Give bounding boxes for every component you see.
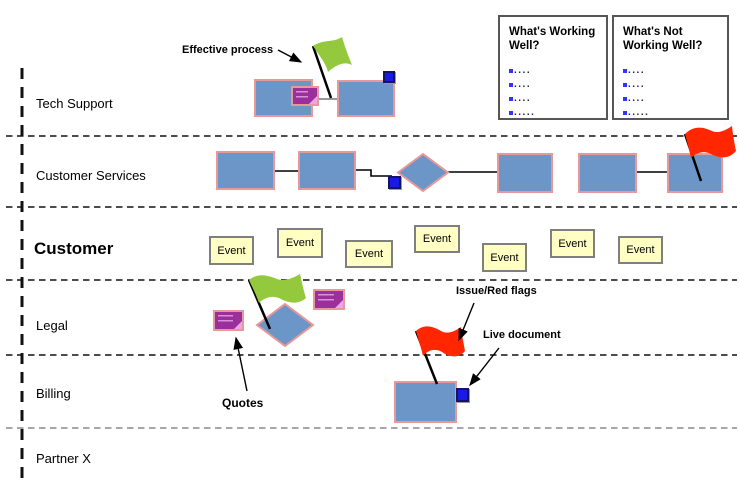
annotation-arrow [469,347,500,387]
bullet-item: .... [509,80,600,90]
annotation-arrow [277,49,303,63]
lane-label-customer-services: Customer Services [36,168,146,183]
event-label: Event [626,244,655,256]
panel-title: What's Not Working Well? [623,26,703,52]
lane-label-legal: Legal [36,318,68,333]
bullet-text: ..... [514,107,536,118]
event-sticky: Event [550,229,595,258]
event-sticky: Event [414,225,460,253]
process-box [667,153,723,193]
event-sticky: Event [277,228,323,258]
decision-diamond [396,152,450,193]
bullet-icon [623,83,627,87]
event-label: Event [354,248,384,260]
bullet-item: .... [623,94,721,104]
event-label: Event [217,244,246,257]
event-label: Event [422,233,452,245]
process-box [394,381,457,423]
bullet-item: .... [509,66,600,76]
bullet-text: .... [514,79,532,90]
bullet-text: .... [628,79,646,90]
process-box [578,153,637,193]
event-sticky: Event [345,240,393,268]
process-box [497,153,553,193]
quote-note-icon [213,310,244,331]
annotation-effective-process: Effective process [182,44,274,56]
bullet-item: .... [623,66,721,76]
quote-note-icon [313,289,345,310]
bullet-text: .... [628,65,646,76]
connector-elbow [355,169,392,177]
bullet-text: .... [514,65,532,76]
process-box [216,151,275,190]
red-flag-icon [414,326,465,385]
lane-label-partner-x: Partner X [36,451,91,466]
bullet-icon [509,69,513,73]
live-document-icon [383,71,395,83]
decision-diamond [255,302,315,348]
panel-whats-not-working-well: What's Not Working Well? .... .... .... … [612,15,729,120]
bullet-icon [623,111,627,115]
annotation-arrow [458,302,475,342]
bullet-icon [509,111,513,115]
quote-note-icon [291,86,319,106]
annotation-quotes: Quotes [222,396,264,410]
event-sticky: Event [482,243,527,272]
annotation-issue-red-flags: Issue/Red flags [456,285,537,297]
lane-label-tech-support: Tech Support [36,96,113,111]
bullet-item: .... [509,94,600,104]
process-box [298,151,356,190]
live-document-icon [388,176,401,189]
bullet-item: ..... [509,108,600,118]
bullet-icon [623,69,627,73]
event-sticky: Event [618,236,663,264]
bullet-icon [509,97,513,101]
lane-label-billing: Billing [36,386,71,401]
panel-whats-working-well: What's Working Well? .... .... .... ....… [498,15,608,120]
lane-label-customer: Customer [34,239,114,258]
annotation-arrow [233,336,248,392]
bullet-item: .... [623,80,721,90]
bullet-text: .... [514,93,532,104]
bullet-item: ..... [623,108,721,118]
process-box [337,80,395,117]
event-label: Event [490,251,519,264]
event-sticky: Event [209,236,254,265]
annotation-live-document: Live document [483,329,561,341]
bullet-text: ..... [628,107,650,118]
bullet-icon [509,83,513,87]
bullet-text: .... [628,93,646,104]
panel-title: What's Working Well? [509,26,596,52]
green-flag-icon [247,274,306,330]
live-document-icon [456,388,469,402]
bullet-icon [623,97,627,101]
event-label: Event [285,237,315,249]
event-label: Event [558,237,587,250]
